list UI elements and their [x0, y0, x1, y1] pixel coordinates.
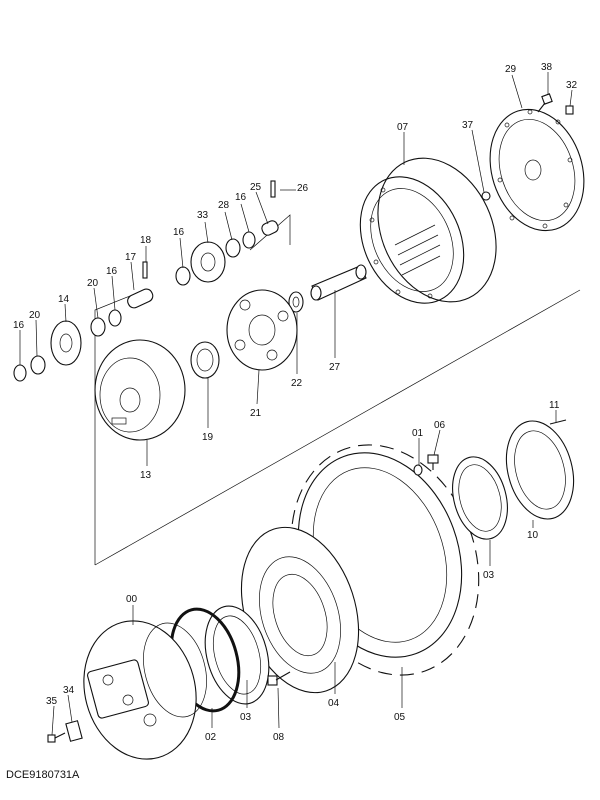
- callout-29: 29: [505, 64, 517, 75]
- part-hub-04: [240, 526, 360, 694]
- callout-21: 21: [250, 408, 262, 419]
- callout-28: 28: [218, 200, 230, 211]
- part-cover-34: [65, 720, 83, 742]
- part-needle-bearing-19: [190, 341, 220, 379]
- assembly-frame-line-2: [94, 289, 581, 566]
- callout-38: 38: [541, 62, 553, 73]
- callout-11: 11: [549, 400, 560, 411]
- callout-10: 10: [527, 530, 539, 541]
- callout-03-upper: 03: [483, 570, 495, 581]
- part-bolt-35: [47, 732, 66, 743]
- part-bearing-20-left: [30, 355, 46, 375]
- part-plug-01: [413, 464, 423, 476]
- part-pin-25: [261, 220, 279, 236]
- part-ring-10: [505, 420, 575, 520]
- callout-05: 05: [394, 712, 406, 723]
- callout-00: 00: [126, 594, 138, 605]
- part-planet-carrier-21: [226, 289, 298, 371]
- part-drive-shaft: [310, 264, 367, 301]
- assembly-frame-line-3: [249, 214, 291, 251]
- callout-33: 33: [197, 210, 209, 221]
- callout-18: 18: [140, 235, 152, 246]
- callout-27: 27: [329, 362, 341, 373]
- part-pin-26: [270, 180, 276, 198]
- part-floating-seal-03-upper: [452, 456, 508, 540]
- callout-20-b: 20: [87, 278, 99, 289]
- drawing-code: DCE9180731A: [6, 769, 80, 781]
- callout-22: 22: [291, 378, 303, 389]
- callout-35: 35: [46, 696, 58, 707]
- part-washer-16-mid: [108, 309, 122, 327]
- callout-26: 26: [297, 183, 309, 194]
- part-sun-gear-14: [50, 320, 82, 366]
- callout-08: 08: [273, 732, 285, 743]
- callout-06: 06: [434, 420, 446, 431]
- callout-20-a: 20: [29, 310, 41, 321]
- part-washer-16-left: [13, 364, 27, 382]
- part-bearing-20-mid: [90, 317, 106, 337]
- leader-lines: [19, 72, 573, 736]
- part-plug-32: [565, 105, 574, 115]
- part-pin-18: [142, 261, 148, 279]
- callout-34: 34: [63, 685, 75, 696]
- callout-16-a: 16: [13, 320, 25, 331]
- callout-32: 32: [566, 80, 578, 91]
- part-pin-17: [127, 288, 154, 309]
- part-thrust-washer-22: [288, 291, 304, 313]
- callout-17: 17: [125, 252, 137, 263]
- part-planet-gear-33: [190, 241, 226, 283]
- assembly-frame-line: [94, 289, 146, 565]
- part-plug-37: [481, 191, 491, 201]
- part-bolt-06: [427, 454, 439, 470]
- part-travel-motor-00: [83, 620, 207, 760]
- callout-01: 01: [412, 428, 424, 439]
- callout-25: 25: [250, 182, 262, 193]
- part-bolt-08: [267, 671, 291, 686]
- part-planet-carrier-13: [94, 339, 186, 441]
- callout-07: 07: [397, 122, 409, 133]
- callout-02: 02: [205, 732, 217, 743]
- callout-37: 37: [462, 120, 474, 131]
- callout-16-b: 16: [173, 227, 185, 238]
- callout-19: 19: [202, 432, 214, 443]
- callout-13: 13: [140, 470, 152, 481]
- part-ring-gear-housing: [359, 157, 497, 304]
- callout-16-c: 16: [235, 192, 247, 203]
- callout-14: 14: [58, 294, 70, 305]
- callout-04: 04: [328, 698, 340, 709]
- part-bearing-28: [225, 238, 241, 258]
- part-bolt-38: [537, 93, 553, 113]
- part-pin-11: [549, 419, 567, 425]
- part-cover-plate: [489, 108, 585, 232]
- callout-16-d: 16: [106, 266, 118, 277]
- callout-03-lower: 03: [240, 712, 252, 723]
